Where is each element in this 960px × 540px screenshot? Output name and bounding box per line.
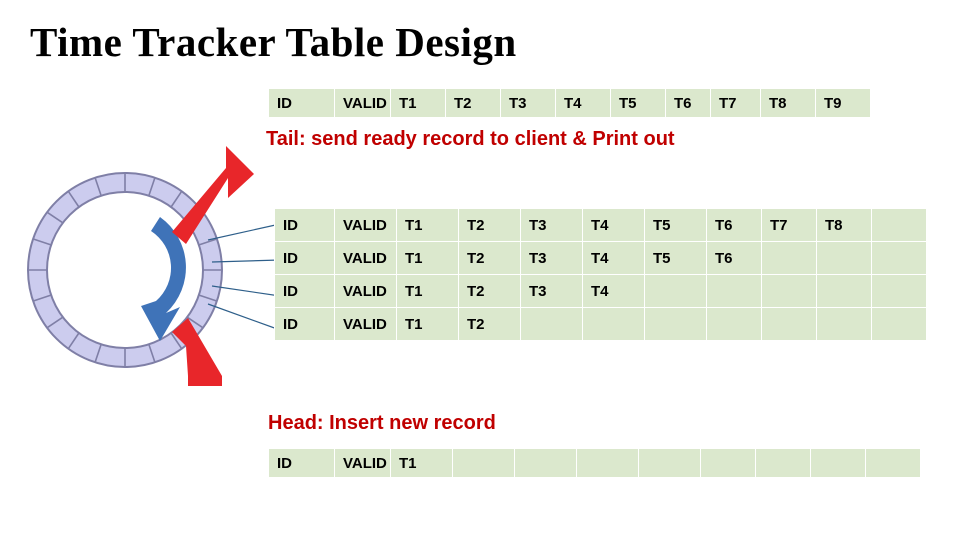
cell: ID bbox=[268, 88, 335, 118]
cell bbox=[761, 241, 817, 275]
table-row: ID VALID T1 T2 T3 T4 bbox=[274, 274, 927, 308]
cell bbox=[761, 274, 817, 308]
cell bbox=[706, 274, 762, 308]
head-arrow-red bbox=[172, 318, 222, 386]
cell: T2 bbox=[458, 241, 521, 275]
cell bbox=[871, 208, 927, 242]
cell bbox=[755, 448, 811, 478]
cell bbox=[816, 241, 872, 275]
cell: T3 bbox=[500, 88, 556, 118]
cell bbox=[816, 307, 872, 341]
cell bbox=[644, 274, 707, 308]
cell: T8 bbox=[816, 208, 872, 242]
cell: T8 bbox=[760, 88, 816, 118]
head-table: ID VALID T1 bbox=[268, 448, 921, 478]
cell bbox=[514, 448, 577, 478]
cell bbox=[582, 307, 645, 341]
cell: T1 bbox=[390, 448, 453, 478]
table-row: ID VALID T1 bbox=[268, 448, 921, 478]
cell: T1 bbox=[396, 208, 459, 242]
cell: T2 bbox=[458, 274, 521, 308]
cell: T7 bbox=[710, 88, 761, 118]
cell: T3 bbox=[520, 241, 583, 275]
cell: VALID bbox=[334, 274, 397, 308]
cell: T6 bbox=[706, 241, 762, 275]
leader-lines bbox=[180, 200, 310, 340]
table-row: ID VALID T1 T2 bbox=[274, 307, 927, 341]
cell: T2 bbox=[458, 208, 521, 242]
arrows-svg bbox=[172, 146, 254, 386]
cell bbox=[761, 307, 817, 341]
head-label: Head: Insert new record bbox=[268, 412, 496, 434]
cell bbox=[816, 274, 872, 308]
cell: T4 bbox=[582, 208, 645, 242]
cell: VALID bbox=[334, 208, 397, 242]
cell: T7 bbox=[761, 208, 817, 242]
cell: T6 bbox=[706, 208, 762, 242]
table-row: ID VALID T1 T2 T3 T4 T5 T6 T7 T8 bbox=[274, 208, 927, 242]
cell: ID bbox=[274, 241, 335, 275]
cell bbox=[644, 307, 707, 341]
cell: T2 bbox=[445, 88, 501, 118]
cell bbox=[871, 274, 927, 308]
cell bbox=[810, 448, 866, 478]
cell: ID bbox=[274, 208, 335, 242]
page-title: Time Tracker Table Design bbox=[30, 19, 517, 65]
cell: T5 bbox=[644, 241, 707, 275]
circular-buffer-diagram bbox=[10, 155, 240, 385]
table-row: ID VALID T1 T2 T3 T4 T5 T6 bbox=[274, 241, 927, 275]
cell bbox=[865, 448, 921, 478]
cell: T1 bbox=[396, 241, 459, 275]
cell: ID bbox=[268, 448, 335, 478]
cell bbox=[700, 448, 756, 478]
cell: T4 bbox=[582, 241, 645, 275]
tail-arrow-red bbox=[172, 146, 254, 244]
cell: T3 bbox=[520, 274, 583, 308]
cell: T6 bbox=[665, 88, 711, 118]
cell bbox=[706, 307, 762, 341]
leader-lines-svg bbox=[207, 223, 281, 331]
cell: T1 bbox=[390, 88, 446, 118]
cell: T5 bbox=[644, 208, 707, 242]
cell: T4 bbox=[555, 88, 611, 118]
cell bbox=[452, 448, 515, 478]
cell: VALID bbox=[334, 307, 397, 341]
cell: T9 bbox=[815, 88, 871, 118]
cell: VALID bbox=[334, 241, 397, 275]
tail-label: Tail: send ready record to client & Prin… bbox=[266, 128, 675, 150]
cell: ID bbox=[274, 274, 335, 308]
table-row: ID VALID T1 T2 T3 T4 T5 T6 T7 T8 T9 bbox=[268, 88, 871, 118]
cell: VALID bbox=[334, 88, 391, 118]
cell: T2 bbox=[458, 307, 521, 341]
cell bbox=[520, 307, 583, 341]
rotation-arrow-blue bbox=[141, 217, 186, 341]
cell: T5 bbox=[610, 88, 666, 118]
cell bbox=[871, 241, 927, 275]
cell: T1 bbox=[396, 274, 459, 308]
ring-svg bbox=[27, 172, 223, 368]
cell: T3 bbox=[520, 208, 583, 242]
cell: T1 bbox=[396, 307, 459, 341]
cell bbox=[871, 307, 927, 341]
timeline-header-table: ID VALID T1 T2 T3 T4 T5 T6 T7 T8 T9 bbox=[268, 88, 871, 118]
cell: VALID bbox=[334, 448, 391, 478]
cell bbox=[638, 448, 701, 478]
flow-arrows bbox=[130, 140, 260, 390]
record-table: ID VALID T1 T2 T3 T4 T5 T6 T7 T8 ID VALI… bbox=[274, 208, 927, 341]
cell: T4 bbox=[582, 274, 645, 308]
cell bbox=[576, 448, 639, 478]
cell: ID bbox=[274, 307, 335, 341]
